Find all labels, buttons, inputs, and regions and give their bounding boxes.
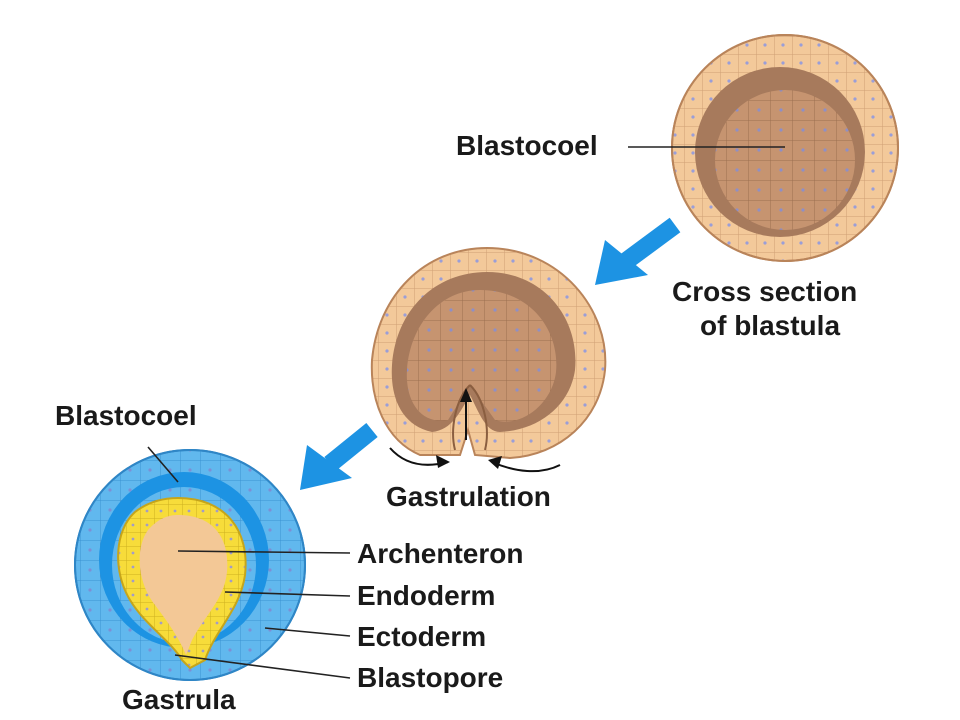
- leader-ectoderm: [264, 627, 351, 637]
- label-archenteron: Archenteron: [357, 538, 524, 569]
- label-blastopore: Blastopore: [357, 662, 504, 693]
- label-ectoderm: Ectoderm: [357, 621, 487, 652]
- label-cross-section-line2: of blastula: [700, 310, 841, 341]
- leader-blastopore: [174, 654, 351, 679]
- leader-archenteron: [177, 550, 351, 554]
- label-blastocoel-left: Blastocoel: [55, 400, 197, 431]
- label-blastocoel-top: Blastocoel: [456, 130, 598, 161]
- leader-endoderm: [224, 591, 351, 597]
- blastula-illustration: [671, 34, 899, 262]
- label-gastrula: Gastrula: [122, 684, 236, 715]
- label-gastrulation: Gastrulation: [386, 481, 551, 512]
- arrow-gastrulation-to-gastrula: [300, 423, 378, 490]
- label-cross-section-line1: Cross section: [672, 276, 858, 307]
- leader-blastocoel-left: [147, 446, 179, 483]
- label-endoderm: Endoderm: [357, 580, 496, 611]
- arrow-blastula-to-gastrulation: [595, 217, 681, 285]
- gastrula-illustration: [74, 449, 306, 681]
- leader-lines: [147, 146, 785, 679]
- gastrula-archenteron-cavity: [139, 515, 228, 655]
- early-gastrula-illustration: [370, 246, 607, 473]
